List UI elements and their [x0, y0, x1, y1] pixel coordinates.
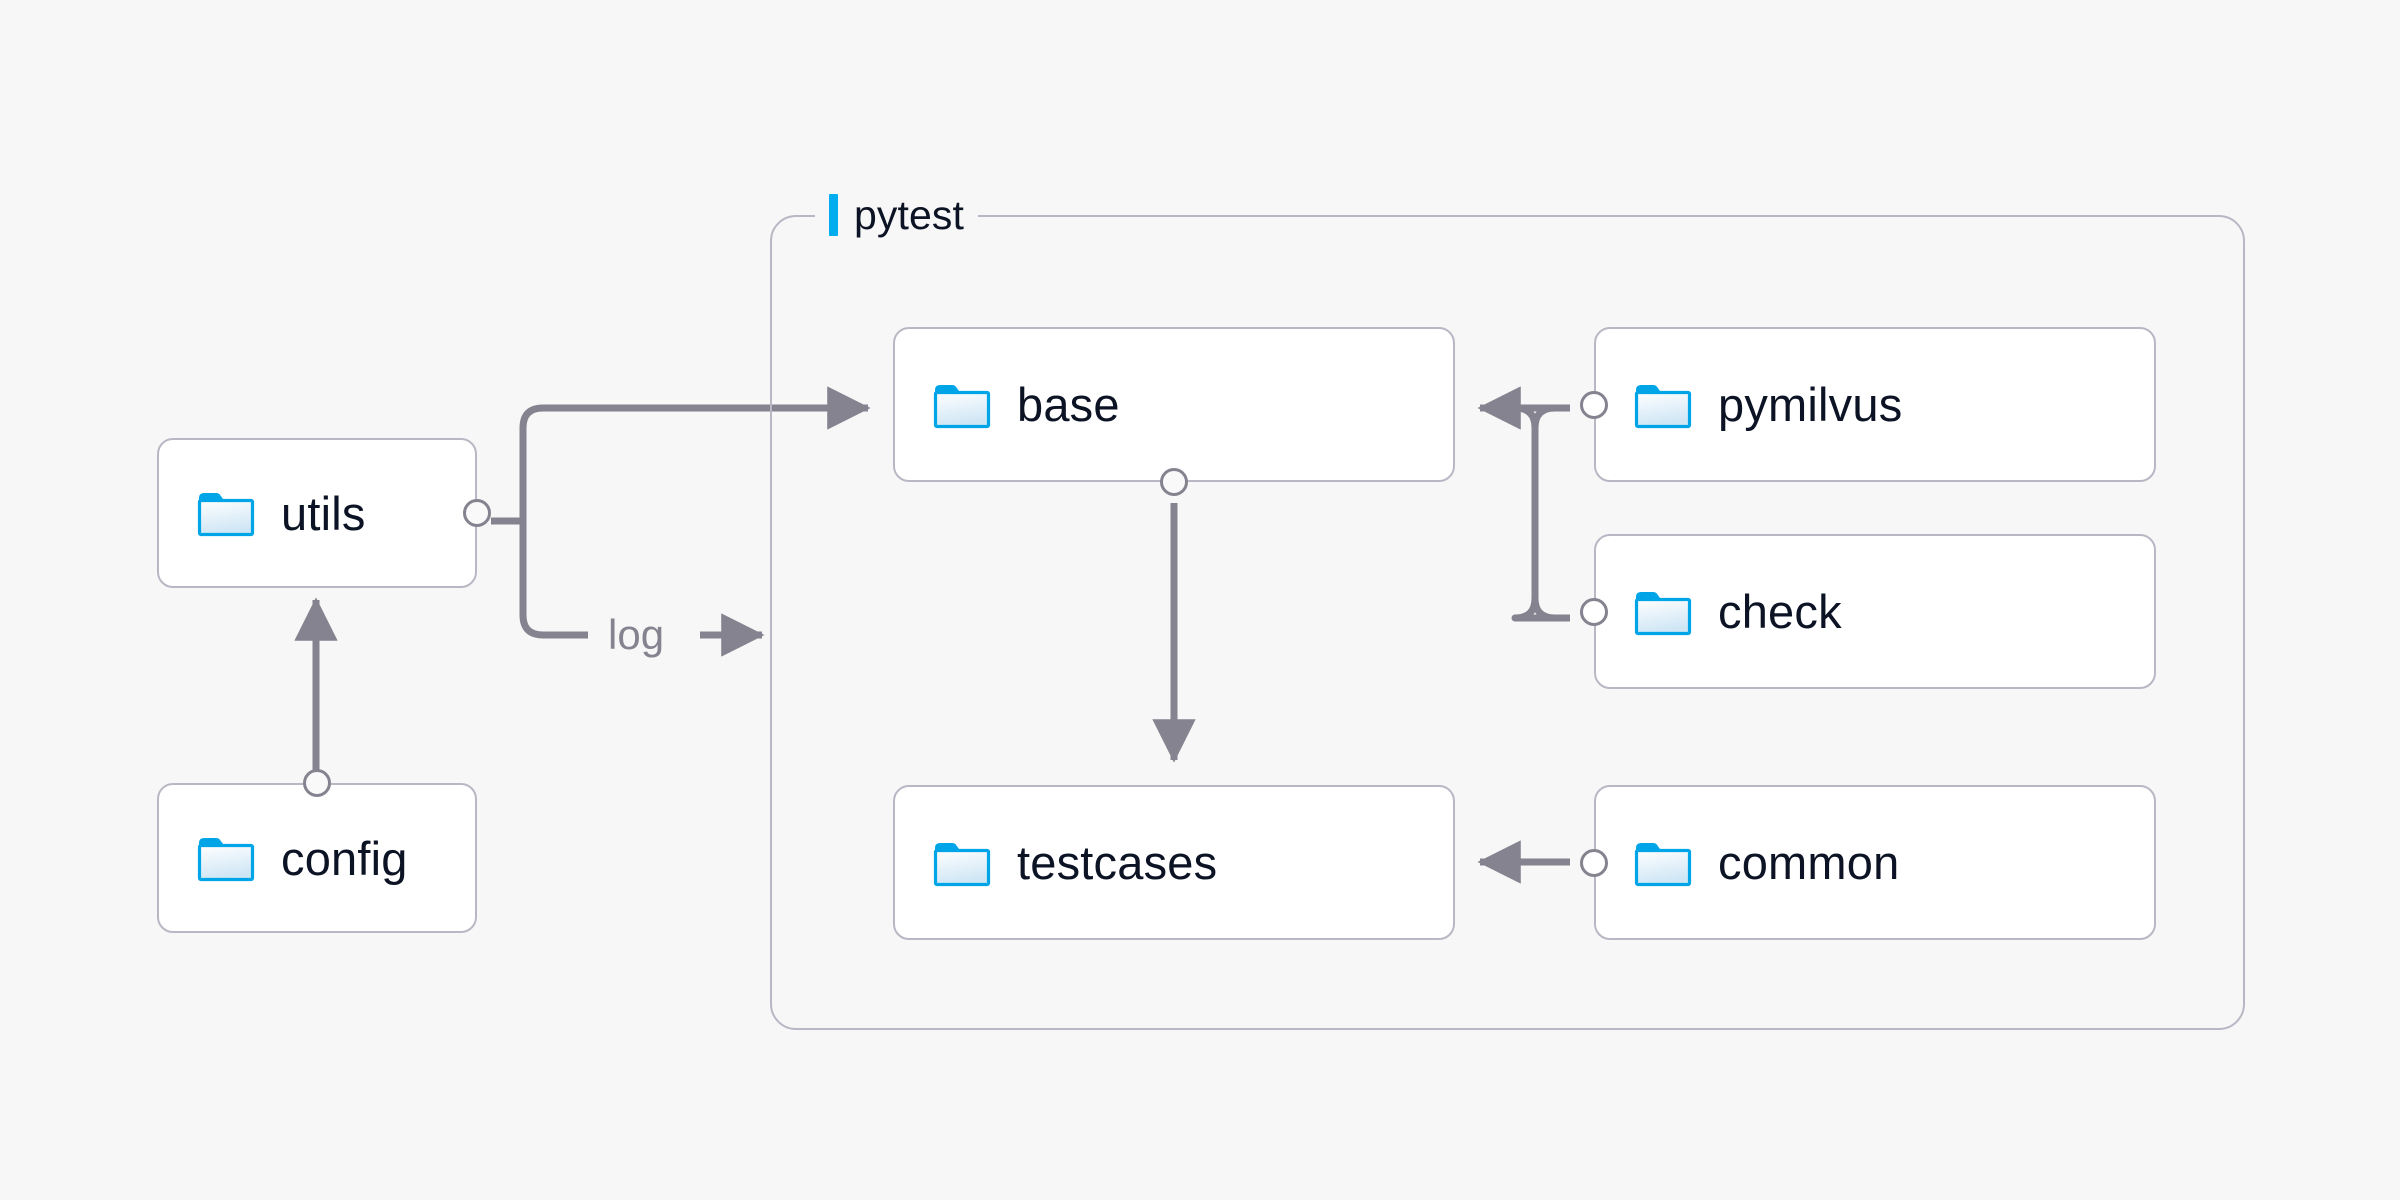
port-common-left[interactable]: [1580, 848, 1608, 877]
node-label: pymilvus: [1718, 378, 1903, 431]
node-check[interactable]: check: [1594, 534, 2156, 689]
folder-icon: [197, 833, 255, 883]
edge-utils-log: [519, 521, 588, 639]
folder-icon: [1634, 838, 1692, 888]
node-label: testcases: [1017, 836, 1218, 889]
port-pymilvus-left[interactable]: [1580, 390, 1608, 419]
node-label: utils: [281, 486, 366, 540]
node-label: config: [281, 831, 408, 885]
group-pytest-label: pytest: [815, 192, 978, 238]
node-label: common: [1718, 836, 1900, 889]
node-pymilvus[interactable]: pymilvus: [1594, 327, 2156, 482]
group-title: pytest: [854, 191, 964, 238]
node-testcases[interactable]: testcases: [893, 785, 1455, 940]
folder-icon: [933, 380, 991, 430]
folder-icon: [933, 838, 991, 888]
group-pytest[interactable]: [770, 215, 2245, 1030]
folder-icon: [1634, 587, 1692, 637]
port-utils-right[interactable]: [463, 499, 491, 527]
node-config[interactable]: config: [157, 783, 477, 933]
node-base[interactable]: base: [893, 327, 1455, 482]
edge-label-log: log: [600, 612, 673, 658]
port-check-left[interactable]: [1580, 597, 1608, 626]
folder-icon: [1634, 380, 1692, 430]
node-label: base: [1017, 378, 1120, 431]
port-config-top[interactable]: [303, 769, 331, 797]
node-label: check: [1718, 585, 1842, 638]
folder-icon: [197, 488, 255, 538]
node-utils[interactable]: utils: [157, 438, 477, 588]
node-common[interactable]: common: [1594, 785, 2156, 940]
group-accent-bar: [829, 194, 838, 236]
port-base-bottom[interactable]: [1160, 468, 1188, 496]
